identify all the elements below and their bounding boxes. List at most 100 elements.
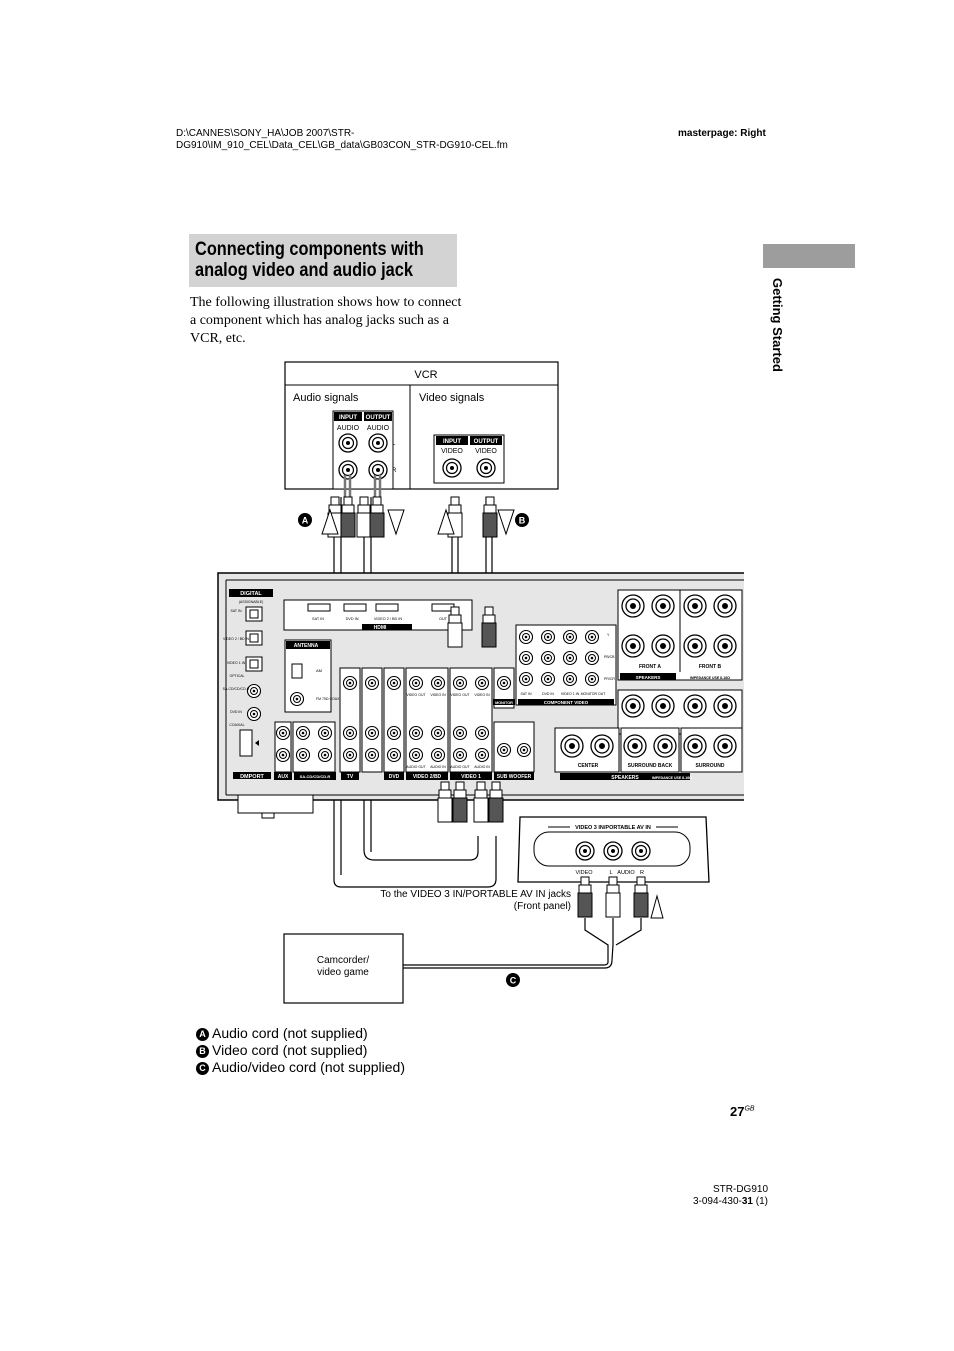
model-code: 3-094-430-31 (1) xyxy=(660,1196,768,1208)
sat-in-digital: SAT IN xyxy=(231,609,242,613)
vcr-video-out-jack xyxy=(476,458,496,478)
section-title-line-2: analog video and audio jack xyxy=(195,260,413,281)
model-name: STR-DG910 xyxy=(712,1184,768,1195)
impedance-bottom: IMPEDANCE USE 8-16Ω xyxy=(652,776,692,780)
front-a-label: FRONT A xyxy=(639,664,661,670)
pr-label: PR/CR xyxy=(604,677,615,681)
r-label: R xyxy=(392,468,397,474)
file-path-line-1: D:\CANNES\SONY_HA\JOB 2007\STR- xyxy=(176,128,355,139)
receiver-rear-panel: DIGITAL (ASSIGNABLE) SAT IN VIDEO 2 / BD… xyxy=(217,572,744,819)
am-label: AM xyxy=(316,668,322,673)
antenna-label: ANTENNA xyxy=(294,643,319,649)
hdmi-label: HDMI xyxy=(374,625,387,631)
speakers-label-top: SPEAKERS xyxy=(636,675,661,680)
file-path-line-2: DG910\IM_910_CEL\Data_CEL\GB_data\GB03CO… xyxy=(176,140,508,151)
legend-a-text: Audio cord (not supplied) xyxy=(212,1025,368,1041)
front-note-line-2: (Front panel) xyxy=(514,901,571,912)
l-label: L xyxy=(392,441,396,447)
vcr-audio-in-l-jack xyxy=(338,433,358,453)
video1-digital: VIDEO 1 IN xyxy=(227,661,246,665)
legend-b-marker: B xyxy=(196,1045,209,1058)
vcr-label: VCR xyxy=(414,369,437,381)
video-signals-label: Video signals xyxy=(419,392,485,404)
audio-in-label: AUDIO xyxy=(337,425,360,432)
dvd-digital: DVD IN xyxy=(230,710,242,714)
video2bd-label: VIDEO 2/BD xyxy=(413,774,442,780)
audio-out-label: AUDIO xyxy=(367,425,390,432)
dmport-label: DMPORT xyxy=(240,774,264,780)
vcr-audio-in-r-jack xyxy=(338,460,358,480)
monitor-label: MONITOR xyxy=(495,701,513,705)
model-code-prefix: 3-094-430- xyxy=(692,1196,742,1207)
front-signal-arrow xyxy=(650,894,664,919)
subwoofer-label: SUB WOOFER xyxy=(497,774,532,780)
video-out-b: VIDEO OUT xyxy=(450,693,470,697)
audio-out-b: AUDIO OUT xyxy=(450,765,470,769)
vcr-audio-out-l-jack xyxy=(368,433,388,453)
front-panel-title: VIDEO 3 IN/PORTABLE AV IN xyxy=(575,825,651,831)
comp-sat-in: SAT IN xyxy=(521,692,532,696)
camcorder-line-2: video game xyxy=(317,967,369,978)
hdmi-video2-in: VIDEO 2 / BD IN xyxy=(374,617,403,621)
video-out-a: VIDEO OUT xyxy=(406,693,426,697)
surround-label: SURROUND xyxy=(696,763,725,769)
model-footer: STR-DG910 3-094-430-31 (1) xyxy=(660,1184,768,1208)
intro-paragraph: The following illustration shows how to … xyxy=(190,295,462,346)
front-video-label: VIDEO xyxy=(575,870,593,876)
comp-dvd-in: DVD IN xyxy=(542,692,554,696)
impedance-top: IMPEDANCE USE 8-16Ω xyxy=(690,676,730,680)
chapter-tab xyxy=(763,244,855,268)
model-code-bold: 31 xyxy=(741,1196,753,1207)
page-number-value: 27 xyxy=(730,1104,745,1119)
marker-b: B xyxy=(515,513,529,527)
hdmi-dvd-in: DVD IN xyxy=(346,617,359,621)
pb-label: PB/CB xyxy=(604,655,615,659)
coaxial-label: COAXIAL xyxy=(229,723,244,727)
fm-label: FM 75Ω COAXIAL xyxy=(316,697,345,701)
dvd-label: DVD xyxy=(389,774,400,780)
masterpage-label: masterpage: Right xyxy=(678,128,766,139)
section-title-line-1: Connecting components with xyxy=(195,239,424,260)
speakers-label-bottom: SPEAKERS xyxy=(611,775,639,781)
vcr-audio-out-r-jack xyxy=(368,460,388,480)
legend-c-marker: C xyxy=(196,1062,209,1075)
svg-text:B: B xyxy=(519,516,526,526)
legend-c-text: Audio/video cord (not supplied) xyxy=(212,1059,406,1075)
front-av-cable xyxy=(403,918,642,969)
legend-a-marker: A xyxy=(196,1028,209,1041)
chapter-label: Getting Started xyxy=(770,278,785,372)
legend-b-text: Video cord (not supplied) xyxy=(212,1042,368,1058)
model-code-suffix: (1) xyxy=(753,1196,768,1207)
comp-monitor-out: MONITOR OUT xyxy=(581,692,607,696)
audio-in-b: AUDIO IN xyxy=(474,765,490,769)
vcr-video-in-jack xyxy=(442,458,462,478)
vcr-box: VCR Audio signals Video signals INPUT OU… xyxy=(284,361,559,490)
front-audio-label: AUDIO xyxy=(617,870,635,876)
front-audio-r-jack xyxy=(631,841,651,861)
svg-text:A: A xyxy=(302,516,309,526)
video-in-a: VIDEO IN xyxy=(430,693,446,697)
video-out-label: VIDEO xyxy=(475,448,497,455)
assignable-label: (ASSIGNABLE) xyxy=(239,600,264,604)
video-in-b: VIDEO IN xyxy=(474,693,490,697)
page-number-suffix: GB xyxy=(744,1105,755,1113)
camcorder-line-1: Camcorder/ xyxy=(317,955,369,966)
sa-cd-label: SA-CD/CD/CD-R xyxy=(300,774,331,779)
front-r-label: R xyxy=(640,870,644,876)
digital-label: DIGITAL xyxy=(240,591,262,597)
center-label: CENTER xyxy=(578,763,599,769)
sa-cd-digital: SA-CD/CD/CD-R xyxy=(223,687,250,691)
front-audio-l-jack xyxy=(603,841,623,861)
section-title-box: Connecting components with analog video … xyxy=(189,234,457,287)
section-title: Connecting components with analog video … xyxy=(189,234,459,286)
front-l-label: L xyxy=(609,870,612,876)
signal-flow-arrows-a xyxy=(321,508,405,536)
front-panel-box: VIDEO 3 IN/PORTABLE AV IN VIDEO L AUDIO … xyxy=(517,816,710,883)
audio-output-tag: OUTPUT xyxy=(366,415,391,421)
surround-back-label: SURROUND BACK xyxy=(628,763,673,769)
camcorder-box: Camcorder/ video game xyxy=(283,933,404,1004)
audio-out-a: AUDIO OUT xyxy=(406,765,426,769)
